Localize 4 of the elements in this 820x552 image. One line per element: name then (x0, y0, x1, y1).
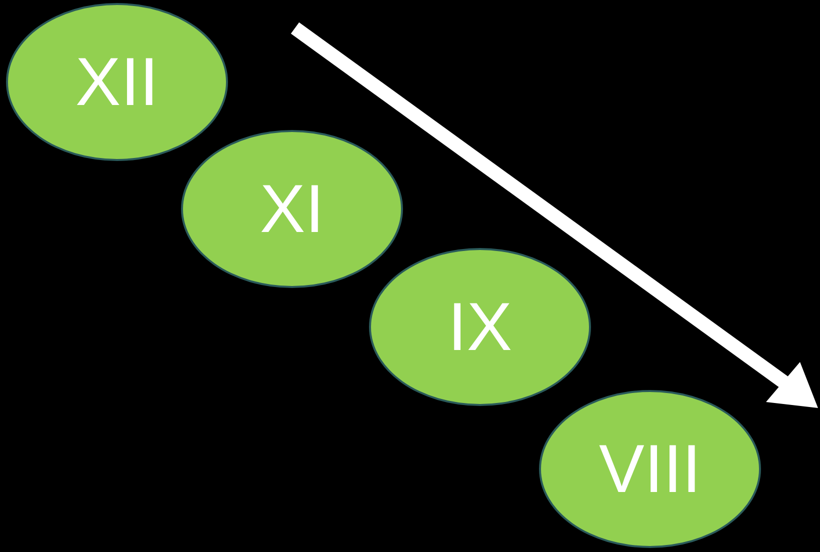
node-label: XI (260, 175, 324, 243)
node-label: XII (75, 48, 159, 116)
node-label: IX (448, 293, 512, 361)
node-label: VIII (598, 435, 702, 503)
